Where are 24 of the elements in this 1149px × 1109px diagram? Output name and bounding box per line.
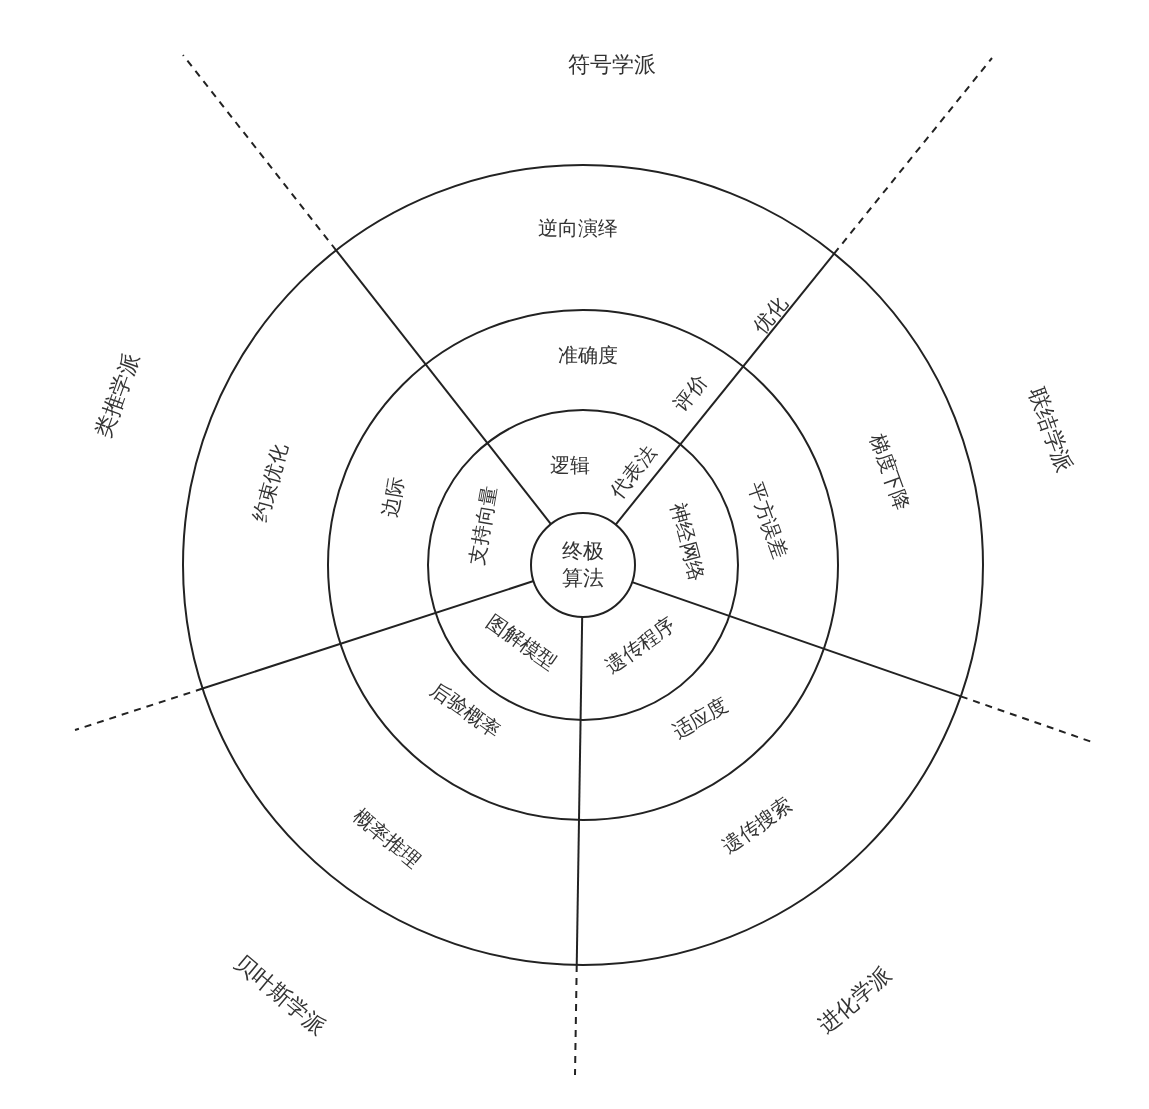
school-label: 类推学派 [90,349,146,442]
sector-label: 遗传搜索 [717,792,797,858]
sector-label: 遗传程序 [600,612,680,678]
sector-label: 平方误差 [743,478,793,562]
school-label: 联结学派 [1022,384,1078,477]
sector-label: 图解模型 [482,609,562,675]
sector-label: 支持向量 [464,483,502,567]
sector-label: 适应度 [668,692,732,744]
school-label: 贝叶斯学派 [229,949,331,1041]
sector-label: 后验概率 [426,677,506,743]
school-label: 进化学派 [812,961,898,1039]
school-label: 符号学派 [568,52,656,79]
divider-label: 评价 [668,369,712,417]
sector-label: 概率推理 [348,803,426,873]
sector-label: 准确度 [558,343,618,367]
divider-label: 优化 [748,291,792,339]
sector-label: 梯度下降 [865,430,915,514]
center-label: 终极算法 [561,537,605,592]
sector-label: 逆向演绎 [538,216,618,240]
sector-label: 边际 [377,475,409,519]
sector-label: 约束优化 [248,441,292,525]
sector-label: 逻辑 [550,453,590,477]
sector-label: 神经网络 [666,500,710,584]
divider-label: 代表法 [605,440,661,504]
